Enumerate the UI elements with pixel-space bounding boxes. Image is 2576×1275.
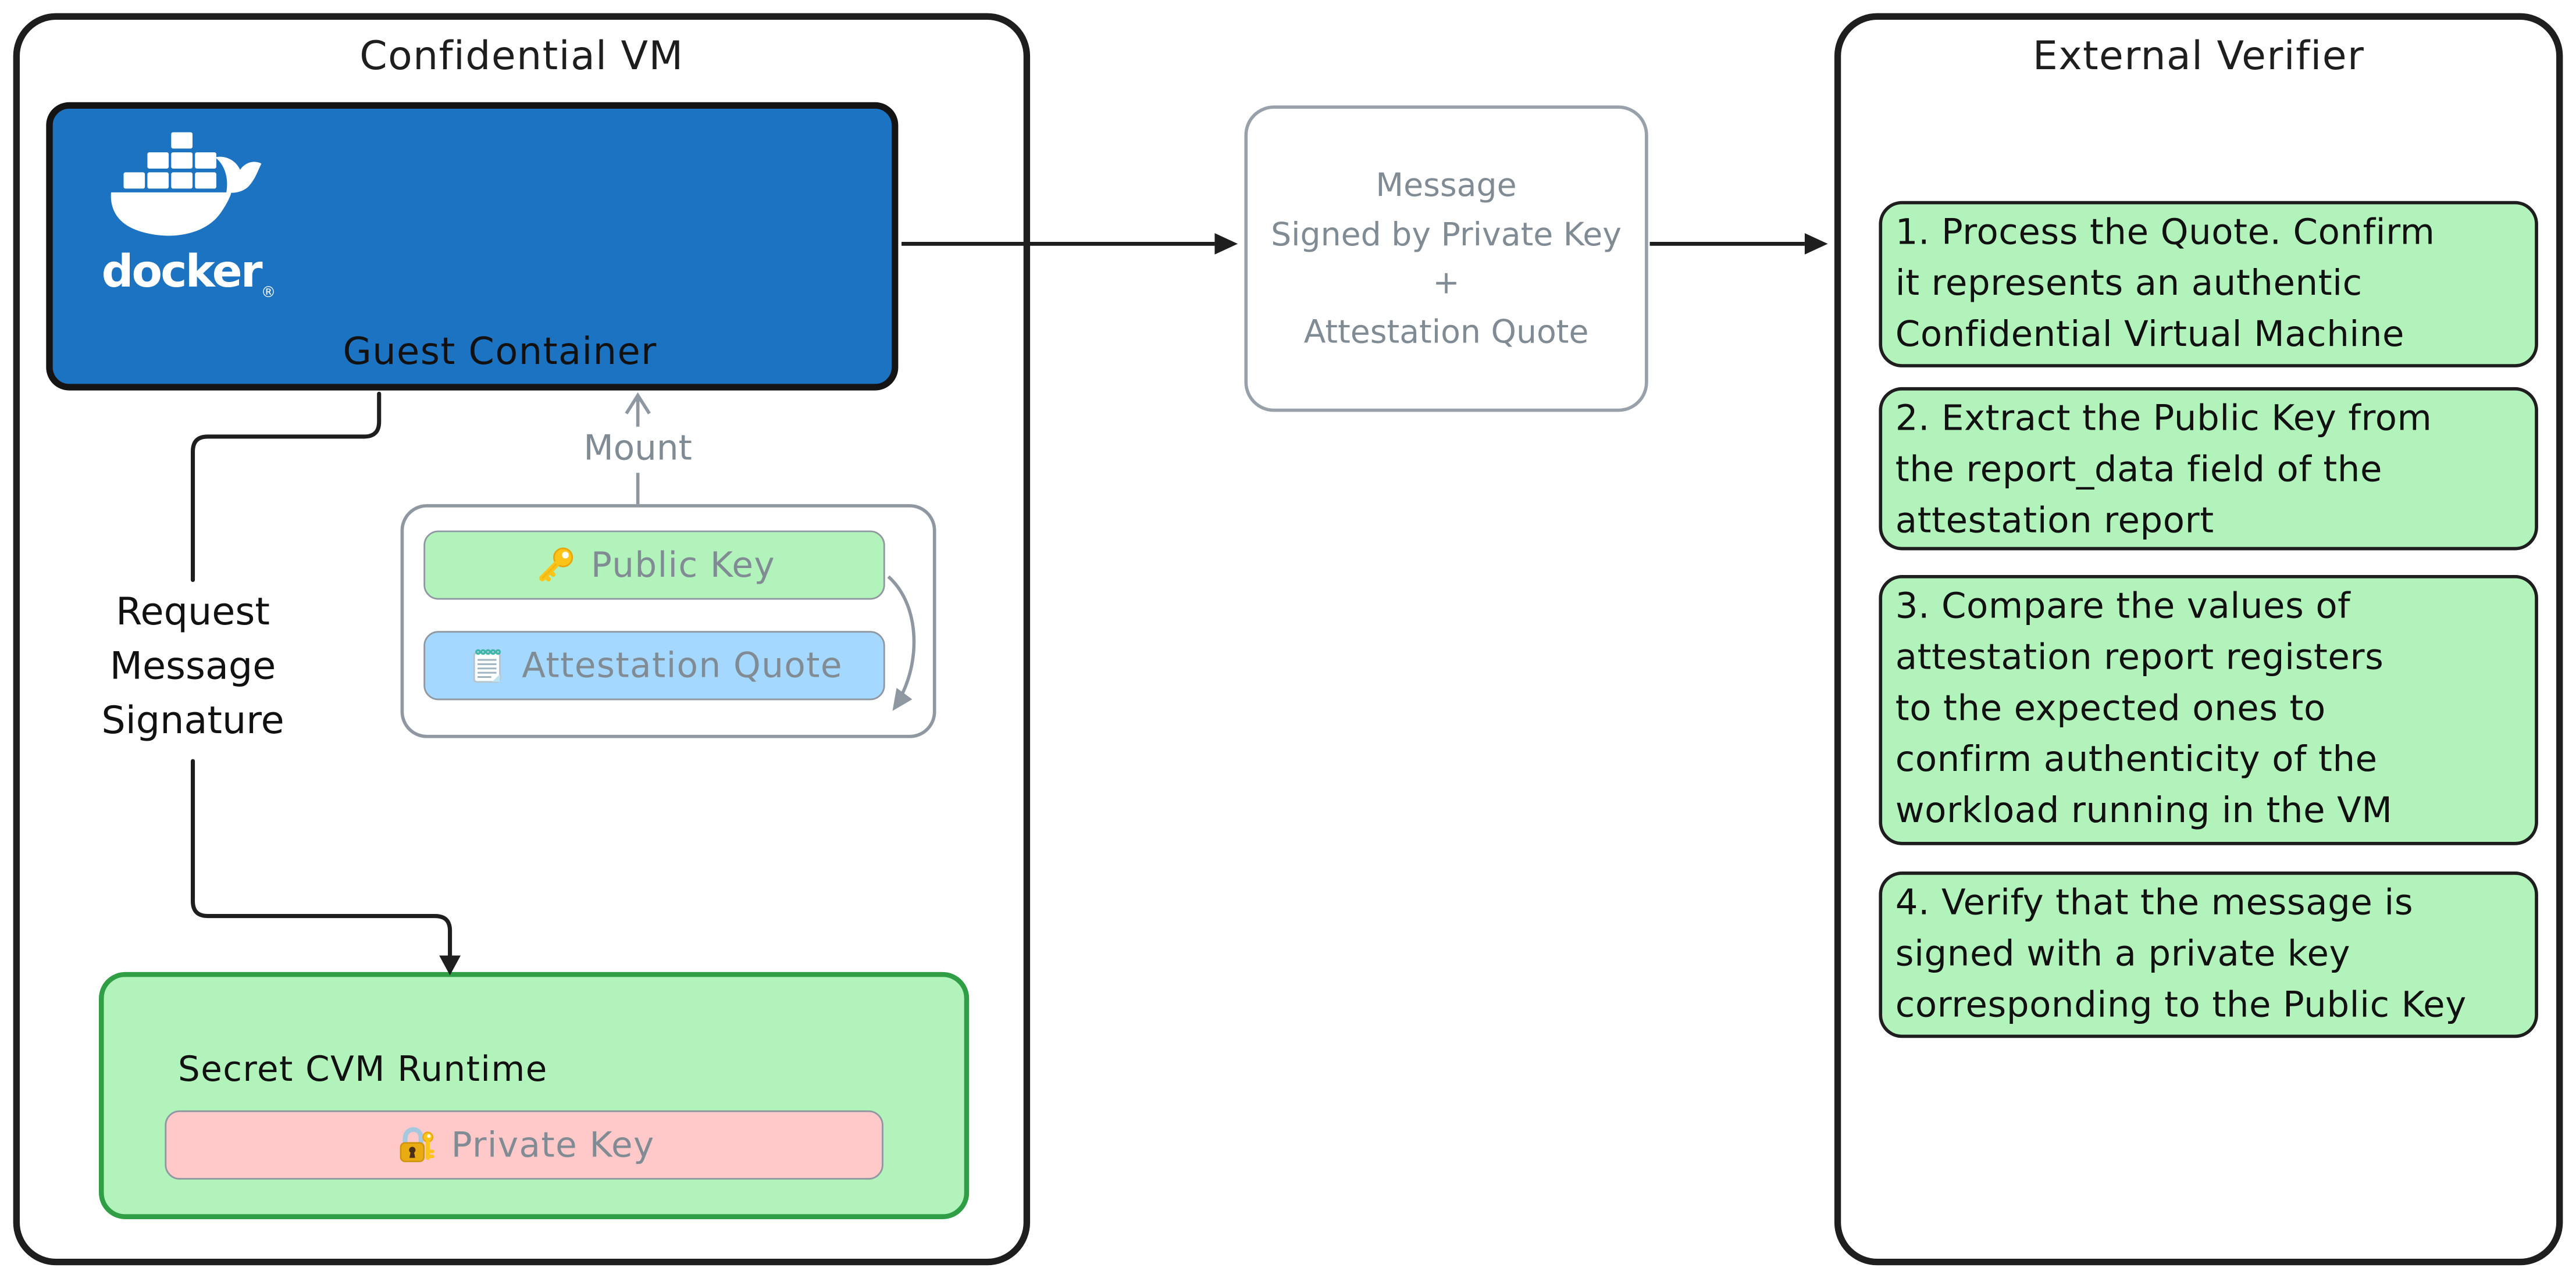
docker-wordmark: docker®: [101, 247, 276, 302]
request-message-signature-label: Request Message Signature: [101, 591, 284, 743]
public-key-chip: Public Key: [423, 530, 885, 600]
docker-whale-icon: [111, 132, 262, 236]
external-verifier-title: External Verifier: [2032, 33, 2365, 80]
guest-container-label: Guest Container: [343, 331, 657, 374]
notepad-icon: [472, 648, 501, 682]
docker-trademark: ®: [261, 285, 276, 302]
signed-message-box: Message Signed by Private Key + Attestat…: [1244, 105, 1648, 412]
verifier-step-2: 2. Extract the Public Key from the repor…: [1879, 387, 2538, 551]
verifier-step-3: 3. Compare the values of attestation rep…: [1879, 574, 2538, 845]
attestation-quote-chip: Attestation Quote: [423, 631, 885, 701]
guest-container-box: docker® Guest Container: [46, 102, 899, 391]
private-key-chip: Private Key: [165, 1110, 883, 1180]
verifier-step-1: 1. Process the Quote. Confirm it represe…: [1879, 201, 2538, 367]
secret-cvm-runtime-title: Secret CVM Runtime: [178, 1049, 548, 1090]
private-key-label: Private Key: [451, 1125, 655, 1165]
secret-cvm-runtime-box: Secret CVM Runtime: [99, 972, 970, 1219]
attestation-quote-label: Attestation Quote: [522, 645, 843, 685]
confidential-vm-title: Confidential VM: [359, 33, 684, 80]
key-icon: [538, 547, 572, 582]
mount-label: Mount: [583, 428, 692, 468]
verifier-step-4: 4. Verify that the message is signed wit…: [1879, 872, 2538, 1038]
docker-logo: docker®: [89, 128, 287, 302]
lock-with-key-icon: [400, 1127, 434, 1162]
public-key-label: Public Key: [591, 545, 776, 585]
arrow-message-to-verifier: [1649, 233, 1828, 255]
